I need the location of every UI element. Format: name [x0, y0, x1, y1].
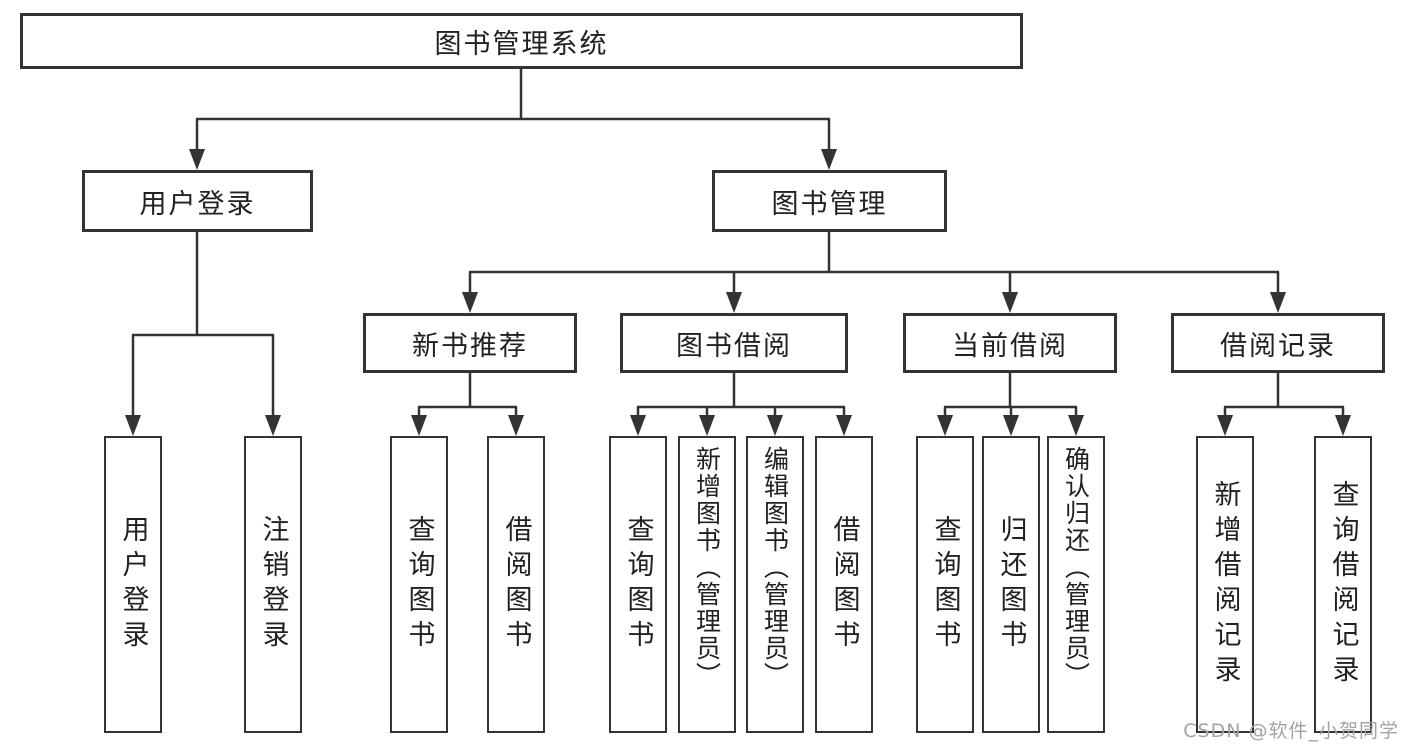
branch-user-login: 用户登录 [82, 170, 313, 232]
node-book-borrow: 图书借阅 [620, 313, 848, 373]
leaf-query-books-recommend: 查询图书 [390, 436, 448, 733]
leaf-query-borrow-record: 查询借阅记录 [1314, 436, 1372, 733]
node-current-borrow: 当前借阅 [903, 313, 1117, 373]
node-borrow-records: 借阅记录 [1171, 313, 1385, 373]
leaf-query-books-current: 查询图书 [916, 436, 974, 733]
leaf-confirm-return-admin: 确认归还（管理员） [1047, 436, 1105, 733]
leaf-edit-book-admin: 编辑图书（管理员） [746, 436, 804, 733]
leaf-borrow-books-recommend: 借阅图书 [487, 436, 545, 733]
leaf-logout: 注销登录 [244, 436, 302, 733]
leaf-return-books: 归还图书 [982, 436, 1040, 733]
branch-book-management: 图书管理 [712, 170, 947, 232]
leaf-user-login: 用户登录 [104, 436, 162, 733]
leaf-query-books-borrow: 查询图书 [609, 436, 667, 733]
node-new-book-recommend: 新书推荐 [363, 313, 577, 373]
watermark: CSDN @软件_小贺同学 [1183, 720, 1399, 742]
leaf-add-book-admin: 新增图书（管理员） [678, 436, 736, 733]
root-node-library-system: 图书管理系统 [20, 13, 1023, 69]
leaf-add-borrow-record: 新增借阅记录 [1196, 436, 1254, 733]
leaf-borrow-books: 借阅图书 [815, 436, 873, 733]
